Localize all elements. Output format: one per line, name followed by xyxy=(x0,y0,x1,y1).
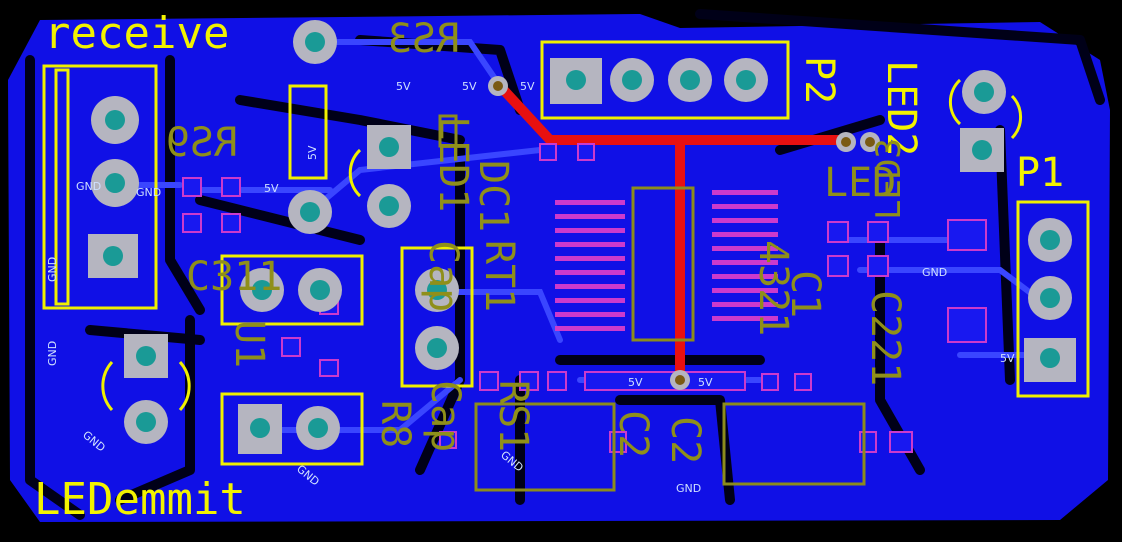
label-ledemmit: LEDemmit xyxy=(34,474,246,525)
net-gnd-2: GND xyxy=(136,186,161,199)
label-rs1: RS1 xyxy=(490,380,536,452)
label-rs3: RS3 xyxy=(388,16,460,62)
net-gnd-5: GND xyxy=(46,257,59,282)
label-led3b: LED3 xyxy=(869,138,909,220)
through-hole-pads xyxy=(88,20,1076,454)
label-c2-a: C2 xyxy=(610,410,656,458)
top-traces xyxy=(492,78,845,383)
smd-pads xyxy=(182,143,987,453)
net-5v-8: 5V xyxy=(306,145,319,160)
vias xyxy=(488,76,880,390)
label-dc1: DC1 xyxy=(470,160,516,232)
label-c1: C1 xyxy=(782,270,828,318)
net-5v-2: 5V xyxy=(462,80,477,93)
net-5v-3: 5V xyxy=(520,80,535,93)
ic-footprint-left xyxy=(555,200,625,331)
label-cap2: Cap xyxy=(422,380,468,452)
label-tc: 4321 xyxy=(750,240,796,336)
label-led2: LED2 xyxy=(878,60,924,156)
net-gnd-4: GND xyxy=(676,482,701,495)
net-5v-1: 5V xyxy=(396,80,411,93)
net-5v-4: 5V xyxy=(264,182,279,195)
label-r8: R8 xyxy=(372,400,418,448)
label-u1: U1 xyxy=(226,320,272,368)
label-rs9: RS9 xyxy=(166,120,238,166)
ic-footprint-right xyxy=(712,190,778,321)
label-rt1: RT1 xyxy=(476,240,522,312)
label-c311: C311 xyxy=(186,254,282,300)
bottom-silkscreen xyxy=(438,114,866,492)
net-5v-6: 5V xyxy=(698,376,713,389)
net-5v-5: 5V xyxy=(628,376,643,389)
clearance-gaps xyxy=(25,9,1105,520)
net-gnd-6: GND xyxy=(46,341,59,366)
label-c2-b: C2 xyxy=(662,416,708,464)
top-silkscreen xyxy=(42,40,1090,466)
label-led3: LED xyxy=(824,160,896,206)
net-gnd-3: GND xyxy=(922,266,947,279)
label-p1: P1 xyxy=(1016,150,1064,196)
label-p2: P2 xyxy=(796,56,842,104)
label-receive: receive xyxy=(44,8,229,59)
label-cap1: Cap xyxy=(420,240,466,312)
net-gnd-1: GND xyxy=(76,180,101,193)
net-5v-7: 5V xyxy=(1000,352,1015,365)
label-led1: LED1 xyxy=(430,116,476,212)
label-c221: C221 xyxy=(862,290,908,386)
